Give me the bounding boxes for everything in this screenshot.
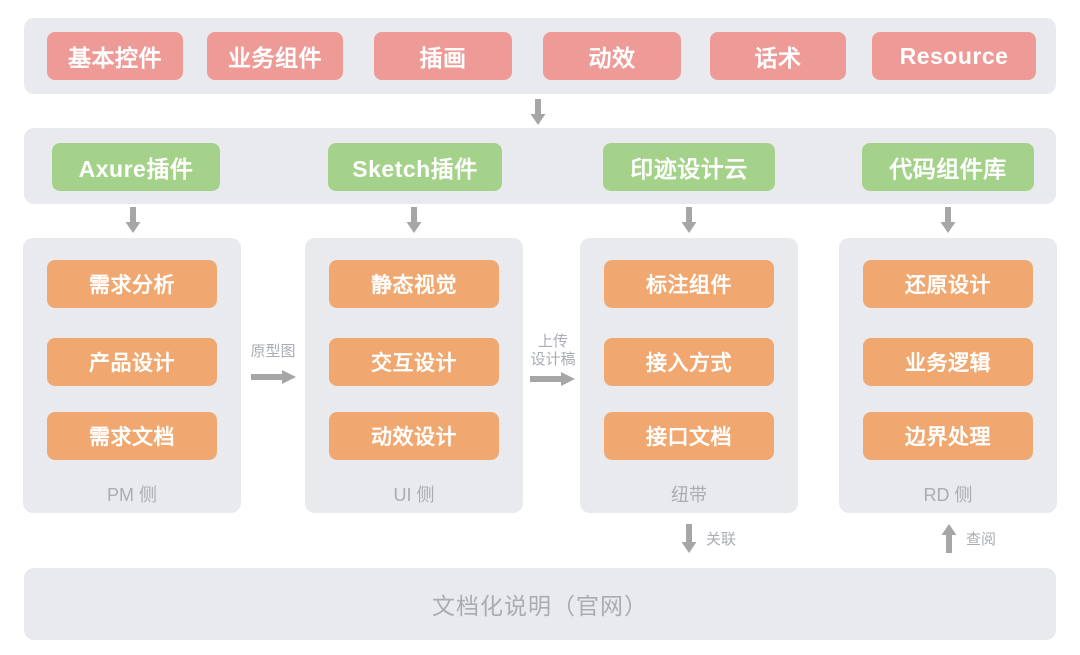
ui-pill-interaction-design[interactable]: 交互设计 bbox=[329, 338, 499, 386]
resource-pill-motion[interactable]: 动效 bbox=[543, 32, 681, 80]
rd-pill-restore-design[interactable]: 还原设计 bbox=[863, 260, 1033, 308]
resource-pill-resource[interactable]: Resource bbox=[872, 32, 1036, 80]
tool-pill-yinji-design-cloud[interactable]: 印迹设计云 bbox=[603, 143, 775, 191]
tool-pill-axure-plugin[interactable]: Axure插件 bbox=[52, 143, 220, 191]
flow-label-upload-line1: 上传 bbox=[537, 333, 568, 350]
tool-pill-sketch-plugin[interactable]: Sketch插件 bbox=[328, 143, 502, 191]
arrow-resources-to-tools-icon bbox=[527, 99, 549, 129]
resource-pill-illustration[interactable]: 插画 bbox=[374, 32, 512, 80]
ui-pill-motion-design[interactable]: 动效设计 bbox=[329, 412, 499, 460]
arrow-link-to-documentation-icon bbox=[678, 524, 700, 554]
resource-pill-business-components[interactable]: 业务组件 bbox=[207, 32, 343, 80]
flow-label-upload-line2: 设计稿 bbox=[530, 351, 576, 368]
link-pill-access-method[interactable]: 接入方式 bbox=[604, 338, 774, 386]
arrow-axure-to-pm-icon bbox=[122, 207, 144, 237]
arrow-cloud-to-link-icon bbox=[678, 207, 700, 237]
arrow-pm-to-ui-icon bbox=[251, 368, 296, 386]
resource-pill-copywriting[interactable]: 话术 bbox=[710, 32, 846, 80]
tool-pill-code-component-library[interactable]: 代码组件库 bbox=[862, 143, 1034, 191]
column-caption-ui: UI 侧 bbox=[393, 485, 435, 505]
flow-label-prototype: 原型图 bbox=[250, 343, 296, 360]
arrow-code-library-to-rd-icon bbox=[937, 207, 959, 237]
resource-pill-basic-controls[interactable]: 基本控件 bbox=[47, 32, 183, 80]
documentation-bar-label: 文档化说明（官网） bbox=[432, 593, 648, 619]
flow-label-upload-design-draft: 上传 设计稿 bbox=[522, 333, 584, 369]
arrow-documentation-to-rd-icon bbox=[938, 524, 960, 554]
rd-pill-edge-case-handling[interactable]: 边界处理 bbox=[863, 412, 1033, 460]
link-pill-annotation-components[interactable]: 标注组件 bbox=[604, 260, 774, 308]
rd-pill-business-logic[interactable]: 业务逻辑 bbox=[863, 338, 1033, 386]
arrow-sketch-to-ui-icon bbox=[403, 207, 425, 237]
flow-label-reference: 查阅 bbox=[966, 531, 997, 548]
column-caption-pm: PM 侧 bbox=[106, 485, 157, 505]
link-pill-api-document[interactable]: 接口文档 bbox=[604, 412, 774, 460]
flow-label-association: 关联 bbox=[706, 531, 737, 548]
ui-pill-static-visual[interactable]: 静态视觉 bbox=[329, 260, 499, 308]
arrow-ui-to-link-icon bbox=[530, 370, 575, 388]
pm-pill-requirement-analysis[interactable]: 需求分析 bbox=[47, 260, 217, 308]
documentation-bar[interactable]: 文档化说明（官网） bbox=[24, 568, 1056, 640]
column-caption-rd: RD 侧 bbox=[923, 485, 973, 505]
column-caption-link: 纽带 bbox=[671, 485, 707, 505]
pm-pill-requirement-document[interactable]: 需求文档 bbox=[47, 412, 217, 460]
pm-pill-product-design[interactable]: 产品设计 bbox=[47, 338, 217, 386]
